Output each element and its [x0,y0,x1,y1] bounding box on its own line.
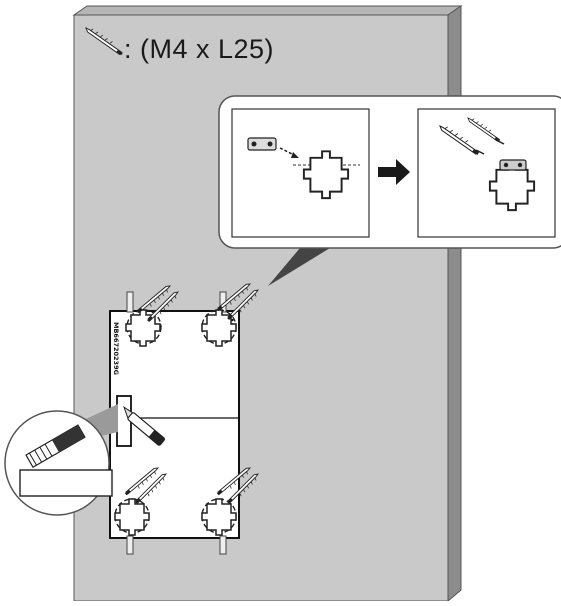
corner-anchors [114,309,237,536]
callout-pointer [268,248,330,286]
wall-plug-icon [126,291,227,555]
anchor-bracket-icon [247,137,277,151]
template-code: MB66720239G [112,322,120,375]
arrow-right-icon [378,159,410,185]
utility-knife-icon [123,405,166,446]
screw-spec-label: : (M4 x L25) [124,34,275,64]
callout-box [218,95,561,249]
magnifier-detail [4,404,118,516]
